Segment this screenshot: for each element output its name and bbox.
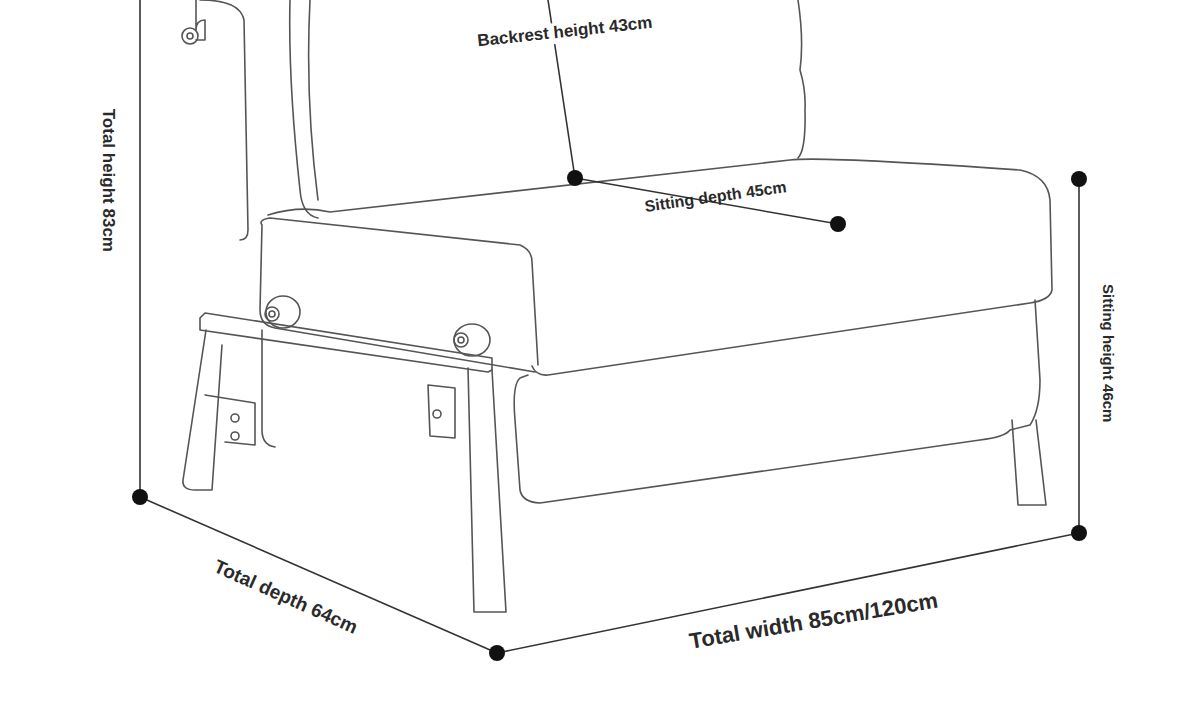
dimension-label: Sitting depth 45cm: [641, 177, 791, 217]
dimension-label: Sitting height 46cm: [1099, 281, 1118, 425]
dimension-label: Backrest height 43cm: [474, 12, 657, 52]
dimension-label: Total depth 64cm: [207, 554, 363, 640]
dimension-label: Total width 85cm/120cm: [685, 587, 943, 655]
dimension-label: Total height 83cm: [98, 105, 119, 254]
